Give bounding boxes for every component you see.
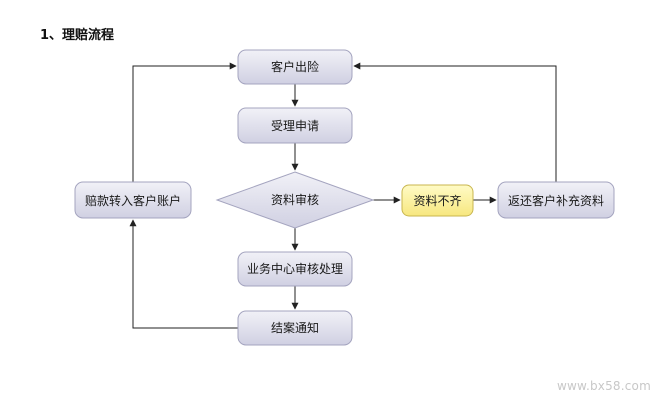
node-payout-box <box>74 181 192 219</box>
node-business-review: 业务中心审核处理 <box>237 251 353 287</box>
node-business-review-box <box>237 251 353 287</box>
page-title: 1、理赔流程 <box>40 28 115 43</box>
node-accept: 受理申请 <box>237 107 353 144</box>
node-payout-label: 赔款转入客户账户 <box>85 193 181 208</box>
node-notify: 结案通知 <box>237 310 353 346</box>
node-return-customer-label: 返还客户补充资料 <box>508 193 604 208</box>
node-review: 资料审核 <box>215 171 375 229</box>
node-accept-label: 受理申请 <box>271 119 319 133</box>
node-return-customer: 返还客户补充资料 <box>497 181 615 219</box>
node-incomplete: 资料不齐 <box>401 184 474 217</box>
node-report: 客户出险 <box>237 49 353 85</box>
connectors <box>129 62 557 329</box>
watermark: www.bx58.com <box>557 379 651 393</box>
node-business-review-label: 业务中心审核处理 <box>247 261 343 276</box>
node-notify-label: 结案通知 <box>271 320 319 335</box>
node-report-label: 客户出险 <box>271 59 319 74</box>
node-notify-box <box>237 310 353 346</box>
arrow-payout-to-report <box>132 62 237 182</box>
node-report-box <box>237 49 353 85</box>
node-review-diamond <box>215 171 375 229</box>
node-accept-box <box>237 107 353 144</box>
node-incomplete-box <box>401 184 474 217</box>
node-payout: 赔款转入客户账户 <box>74 181 192 219</box>
node-review-label: 资料审核 <box>271 192 319 207</box>
arrow-return-to-report <box>353 62 557 182</box>
node-return-customer-box <box>497 181 615 219</box>
node-incomplete-label: 资料不齐 <box>413 193 461 208</box>
arrow-notify-to-payout <box>129 219 238 329</box>
